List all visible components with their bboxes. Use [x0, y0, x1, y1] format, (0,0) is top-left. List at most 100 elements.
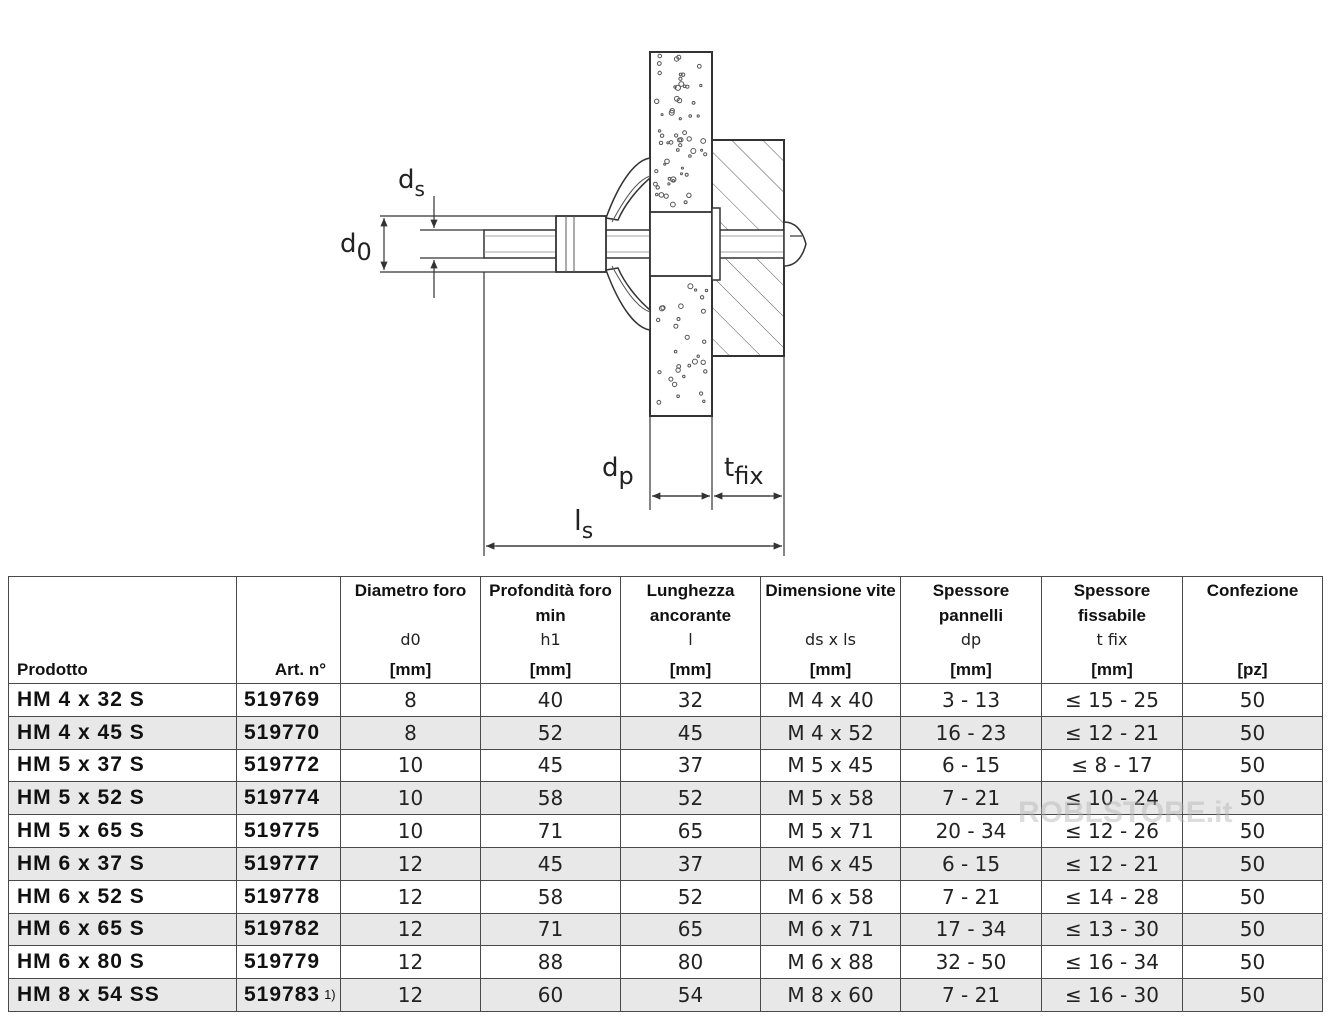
cell-package: 50: [1182, 814, 1323, 848]
cell-panel-thickness: 32 - 50: [900, 945, 1042, 980]
label-ls: ls: [574, 504, 593, 544]
cell-hole-depth: 60: [480, 978, 621, 1012]
cell-panel-thickness: 6 - 15: [900, 846, 1042, 881]
spec-table: Prodotto Art. n° Diametro foro d0 [mm] P…: [8, 576, 1323, 1012]
cell-fixable-thickness: ≤ 13 - 30: [1041, 912, 1183, 947]
cell-fixable-thickness: ≤ 16 - 30: [1041, 978, 1183, 1012]
cell-article: 519777: [236, 846, 341, 881]
cell-product: HM 4 x 32 S: [8, 683, 237, 717]
cell-anchor-length: 37: [620, 846, 761, 881]
cell-screw-size: M 6 x 58: [760, 879, 901, 914]
cell-screw-size: M 4 x 40: [760, 683, 901, 717]
cell-article: 519782: [236, 912, 341, 947]
cell-screw-size: M 4 x 52: [760, 715, 901, 750]
cell-package: 50: [1182, 945, 1323, 980]
cell-product: HM 5 x 52 S: [8, 781, 237, 816]
cell-anchor-length: 37: [620, 748, 761, 783]
cell-hole-diameter: 8: [340, 683, 481, 717]
cell-product: HM 5 x 37 S: [8, 748, 237, 783]
label-dp: dp: [602, 453, 634, 490]
cell-anchor-length: 65: [620, 814, 761, 848]
cell-panel-thickness: 17 - 34: [900, 912, 1042, 947]
cell-hole-depth: 52: [480, 715, 621, 750]
cell-panel-thickness: 20 - 34: [900, 814, 1042, 848]
label-d0: d0: [340, 229, 372, 266]
cell-product: HM 6 x 80 S: [8, 945, 237, 980]
cell-product: HM 5 x 65 S: [8, 814, 237, 848]
footnote-marker: 1): [324, 987, 336, 1003]
cell-hole-depth: 58: [480, 879, 621, 914]
cell-hole-depth: 88: [480, 945, 621, 980]
cell-fixable-thickness: ≤ 14 - 28: [1041, 879, 1183, 914]
cell-hole-depth: 71: [480, 912, 621, 947]
header-anchor-length: Lunghezza ancorante l [mm]: [620, 576, 761, 684]
header-fixable-thickness: Spessore fissabile t fix [mm]: [1041, 576, 1183, 684]
cell-anchor-length: 52: [620, 879, 761, 914]
cell-article: 519769: [236, 683, 341, 717]
cell-anchor-length: 52: [620, 781, 761, 816]
header-screw-size: Dimensione vite ds x ls [mm]: [760, 576, 901, 684]
cell-hole-diameter: 10: [340, 748, 481, 783]
cell-panel-thickness: 7 - 21: [900, 781, 1042, 816]
cell-package: 50: [1182, 748, 1323, 783]
cell-hole-diameter: 12: [340, 945, 481, 980]
cell-product: HM 6 x 37 S: [8, 846, 237, 881]
cell-screw-size: M 5 x 45: [760, 748, 901, 783]
cell-hole-depth: 40: [480, 683, 621, 717]
cell-product: HM 4 x 45 S: [8, 715, 237, 750]
cell-package: 50: [1182, 683, 1323, 717]
cell-article: 519774: [236, 781, 341, 816]
cell-package: 50: [1182, 846, 1323, 881]
cell-article: 519779: [236, 945, 341, 980]
cell-hole-depth: 45: [480, 748, 621, 783]
cell-anchor-length: 54: [620, 978, 761, 1012]
cell-fixable-thickness: ≤ 10 - 24: [1041, 781, 1183, 816]
cell-screw-size: M 6 x 45: [760, 846, 901, 881]
cell-anchor-length: 80: [620, 945, 761, 980]
cell-panel-thickness: 7 - 21: [900, 879, 1042, 914]
cell-hole-depth: 45: [480, 846, 621, 881]
cell-fixable-thickness: ≤ 15 - 25: [1041, 683, 1183, 717]
cell-package: 50: [1182, 978, 1323, 1012]
cell-article: 519775: [236, 814, 341, 848]
cell-hole-depth: 58: [480, 781, 621, 816]
screw: [483, 221, 807, 267]
header-package: Confezione [pz]: [1182, 576, 1323, 684]
header-article: Art. n°: [236, 576, 341, 684]
cell-panel-thickness: 7 - 21: [900, 978, 1042, 1012]
cell-fixable-thickness: ≤ 12 - 21: [1041, 715, 1183, 750]
cell-package: 50: [1182, 879, 1323, 914]
anchor-technical-drawing: ds d0 dp tfix ls: [340, 51, 807, 556]
cell-screw-size: M 6 x 88: [760, 945, 901, 980]
cell-hole-diameter: 8: [340, 715, 481, 750]
cell-article: 519772: [236, 748, 341, 783]
cell-hole-diameter: 12: [340, 879, 481, 914]
dimension-dp-tfix: [483, 272, 785, 556]
header-hole-depth: Profondità foro min h1 [mm]: [480, 576, 621, 684]
cell-package: 50: [1182, 912, 1323, 947]
cell-product: HM 6 x 52 S: [8, 879, 237, 914]
header-hole-diameter: Diametro foro d0 [mm]: [340, 576, 481, 684]
cell-package: 50: [1182, 715, 1323, 750]
watermark-logo: ROBLSTORE.it: [1018, 796, 1233, 829]
cell-screw-size: M 8 x 60: [760, 978, 901, 1012]
cell-hole-depth: 71: [480, 814, 621, 848]
cell-panel-thickness: 16 - 23: [900, 715, 1042, 750]
cell-hole-diameter: 10: [340, 781, 481, 816]
cell-article: 519770: [236, 715, 341, 750]
cell-panel-thickness: 3 - 13: [900, 683, 1042, 717]
cell-hole-diameter: 12: [340, 846, 481, 881]
cell-product: HM 6 x 65 S: [8, 912, 237, 947]
